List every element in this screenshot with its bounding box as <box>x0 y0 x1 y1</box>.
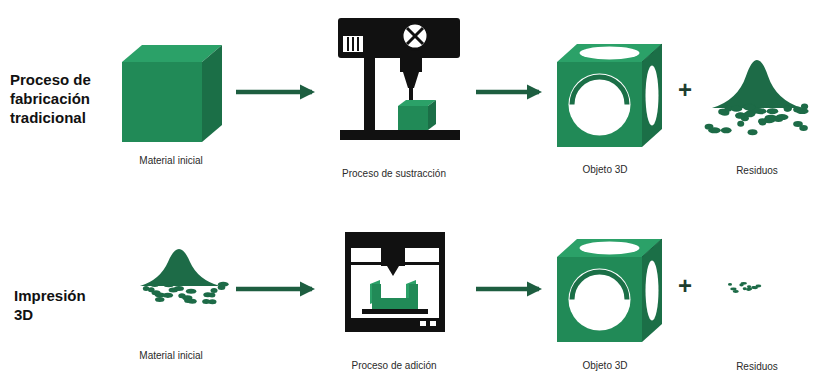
captioned-icon: Residuos <box>705 40 809 178</box>
particle <box>743 287 747 290</box>
particle <box>784 105 792 111</box>
particle <box>178 293 185 298</box>
particle <box>151 290 160 295</box>
particle <box>801 104 808 110</box>
icon-caption: Proceso de adición <box>351 359 436 372</box>
powder-pile <box>140 249 220 286</box>
icon-caption: Residuos <box>736 164 778 177</box>
drill-press-icon <box>338 18 460 140</box>
material-cube <box>122 45 222 142</box>
captioned-icon: Proceso de adición <box>318 228 470 372</box>
particle <box>218 282 229 287</box>
icon-caption: Proceso de sustracción <box>342 167 446 180</box>
particle <box>784 106 791 112</box>
particle <box>748 129 758 135</box>
particle <box>774 116 784 122</box>
particle <box>163 282 173 287</box>
icon-caption: Objeto 3D <box>582 163 627 176</box>
particle <box>767 108 779 114</box>
particle <box>151 282 159 287</box>
particle <box>743 104 756 110</box>
particle-dots <box>143 104 809 305</box>
particle <box>728 283 732 286</box>
particle <box>186 289 197 294</box>
particle <box>730 288 736 291</box>
particle <box>209 293 216 298</box>
icon-caption: Material inicial <box>139 154 202 167</box>
particle <box>743 104 756 110</box>
particle <box>739 284 743 287</box>
particle <box>174 286 184 291</box>
object-3d <box>557 239 662 342</box>
particle <box>737 121 744 127</box>
printer-icon <box>347 234 443 330</box>
flow-arrow <box>236 90 312 95</box>
row-title: Proceso de fabricación tradicional <box>10 70 110 127</box>
captioned-icon: Material inicial <box>112 40 230 168</box>
particle <box>705 124 714 130</box>
particle <box>756 285 762 288</box>
particle <box>796 108 809 114</box>
captioned-icon: Objeto 3D <box>545 232 665 372</box>
captioned-icon: Objeto 3D <box>545 38 665 177</box>
captioned-icon: Material inicial <box>112 235 230 363</box>
flow-arrow <box>236 287 312 292</box>
particle <box>721 127 732 133</box>
object-3d <box>557 44 662 147</box>
icon-caption: Material inicial <box>139 349 202 362</box>
flow-arrow <box>476 90 539 95</box>
particle <box>211 288 218 293</box>
particle <box>143 286 149 291</box>
flow-arrow <box>476 287 539 292</box>
captioned-icon: Proceso de sustracción <box>318 12 470 181</box>
particle <box>184 298 192 303</box>
particle <box>725 106 732 112</box>
particle <box>163 293 173 298</box>
particle <box>799 125 808 131</box>
plus-sign: + <box>674 272 696 300</box>
icon-caption: Residuos <box>736 360 778 372</box>
plus-sign: + <box>674 76 696 104</box>
particle <box>202 299 210 304</box>
captioned-icon: Residuos <box>705 270 809 372</box>
particle <box>758 118 767 124</box>
icon-caption: Objeto 3D <box>582 359 627 372</box>
waste-pile <box>712 60 802 108</box>
particle <box>743 111 755 117</box>
particle <box>747 285 751 288</box>
particle <box>155 297 164 302</box>
particle <box>735 113 744 119</box>
particle <box>733 290 739 293</box>
particle <box>730 106 742 112</box>
row-title: Impresión 3D <box>14 286 108 324</box>
